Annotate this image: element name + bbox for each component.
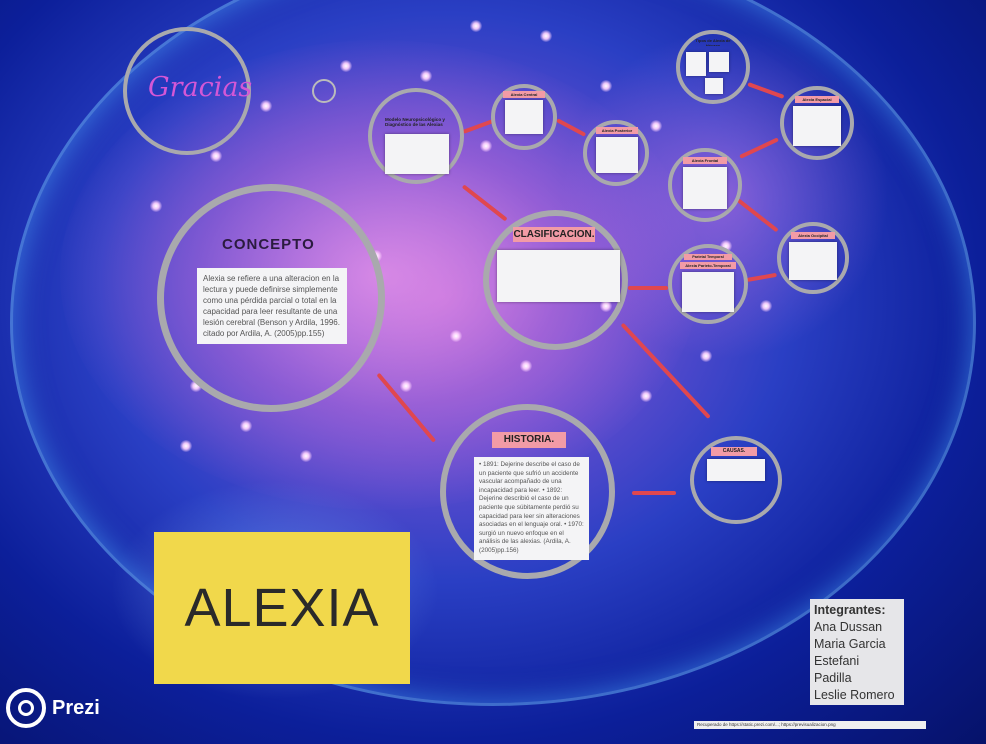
alexia-frontal-frame[interactable]: [668, 148, 742, 222]
alexia-espacial-frame[interactable]: [780, 86, 854, 160]
gracias-frame[interactable]: [123, 27, 251, 155]
concept-heading: CONCEPTO: [222, 236, 315, 253]
causes-card: [707, 459, 765, 481]
tipos-heading: Tipos de Alexia de Hécaen: [695, 38, 731, 46]
tipos-frame[interactable]: [676, 30, 750, 104]
tipos-card-b: [709, 52, 729, 72]
image-credit: Recuperado de https://static.prezi.com/.…: [694, 721, 926, 729]
concept-frame[interactable]: [157, 184, 385, 412]
main-title: ALEXIA: [184, 578, 380, 638]
connector-line: [632, 491, 676, 495]
member-name: Leslie Romero: [814, 688, 895, 702]
modelo-heading: Modelo Neuropsicológico y Diagnóstico de…: [385, 117, 445, 127]
modelo-frame[interactable]: [368, 88, 464, 184]
tipos-card-a: [686, 52, 706, 76]
alexia-frontal-card: [683, 167, 727, 209]
prezi-logo-icon: [6, 688, 46, 728]
member-name: Ana Dussan: [814, 620, 883, 634]
tipos-card-c: [705, 78, 723, 94]
alexia-occipital-tag: Alexia Occipital: [791, 232, 835, 239]
alexia-central-frame[interactable]: [491, 84, 557, 150]
prezi-brand[interactable]: Prezi: [6, 688, 100, 728]
alexia-parieto-temporal-card: [682, 272, 734, 312]
members-heading: Integrantes:: [814, 603, 886, 617]
causes-tag: CAUSAS.: [711, 447, 757, 456]
classification-table: [497, 250, 620, 302]
classification-tag: CLASIFICACION.: [513, 227, 595, 242]
modelo-card: [385, 134, 449, 174]
member-name: Maria Garcia: [814, 637, 886, 651]
concept-text: Alexia se refiere a una alteracion en la…: [197, 268, 347, 344]
alexia-central-card: [505, 100, 543, 134]
small-circle-frame[interactable]: [312, 79, 336, 103]
alexia-espacial-card: [793, 106, 841, 146]
head-outline: [10, 0, 976, 706]
alexia-posterior-frame[interactable]: [583, 120, 649, 186]
gracias-title: Gracias: [148, 72, 253, 103]
classification-frame[interactable]: [483, 210, 628, 350]
alexia-parieto-temporal-frame[interactable]: [668, 244, 748, 324]
history-text: • 1891: Dejerine describe el caso de un …: [474, 457, 589, 560]
alexia-espacial-tag: Alexia Espacial: [795, 96, 839, 103]
history-frame[interactable]: [440, 404, 615, 579]
members-card: Integrantes: Ana Dussan Maria Garcia Est…: [810, 599, 904, 705]
alexia-occipital-card: [789, 242, 837, 280]
member-name: Estefani Padilla: [814, 654, 860, 685]
connector-line: [628, 286, 668, 290]
alexia-posterior-card: [596, 137, 638, 173]
title-box: ALEXIA: [154, 532, 410, 684]
history-tag: HISTORIA.: [492, 432, 566, 448]
alexia-temporal-tag-a: Parietal Temporal: [684, 254, 732, 260]
alexia-frontal-tag: Alexia Frontal: [683, 157, 727, 164]
alexia-temporal-tag-b: Alexia Parieto-Temporal: [680, 262, 736, 269]
prezi-label: Prezi: [52, 696, 100, 719]
causes-frame[interactable]: [690, 436, 782, 524]
alexia-central-tag: Alexia Central: [503, 91, 545, 98]
alexia-posterior-tag: Alexia Posterior: [596, 127, 638, 134]
alexia-occipital-frame[interactable]: [777, 222, 849, 294]
